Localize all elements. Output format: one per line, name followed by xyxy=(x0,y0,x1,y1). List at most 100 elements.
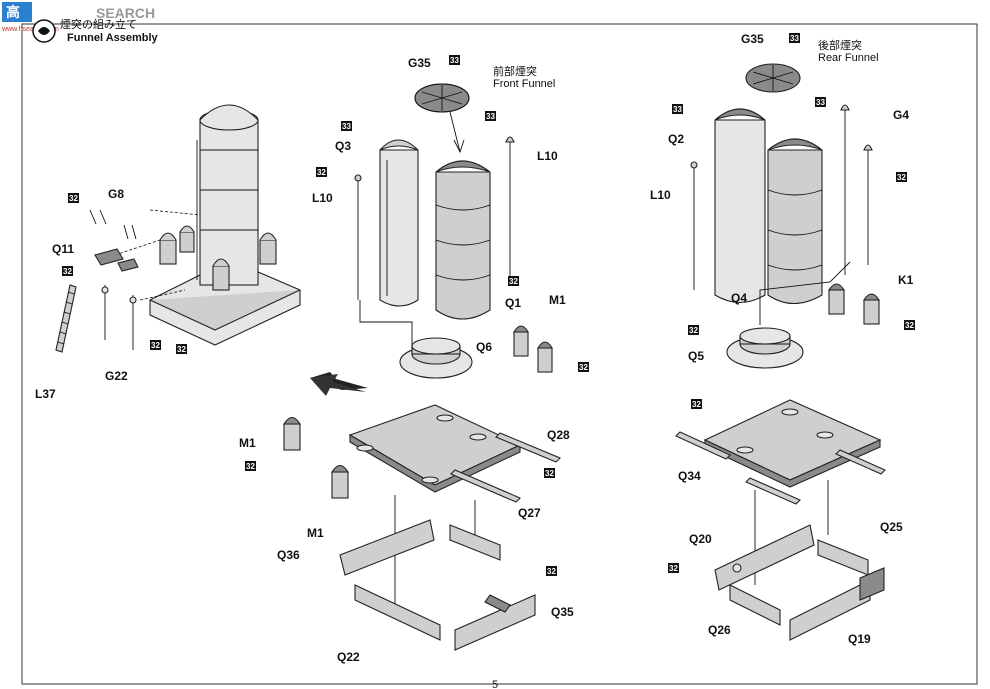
rear-funnel-group: 後部煙突 Rear Funnel G35 Q2 G xyxy=(650,32,915,646)
svg-text:32: 32 xyxy=(509,277,518,286)
q4-shell-rear xyxy=(767,138,823,305)
q20-part xyxy=(714,524,815,591)
label-q35: Q35 xyxy=(551,605,574,619)
g22-part xyxy=(101,285,137,350)
g35-cap-front xyxy=(414,83,470,113)
front-funnel-group: 前部煙突 Front Funnel G35 Q3 xyxy=(239,55,589,664)
l10-rod-front-right xyxy=(505,136,515,285)
svg-text:32: 32 xyxy=(317,168,326,177)
funnel-stack xyxy=(199,119,259,286)
paint-code: 33 xyxy=(485,111,496,121)
label-q22: Q22 xyxy=(337,650,360,664)
label-q4: Q4 xyxy=(731,291,747,305)
svg-text:32: 32 xyxy=(545,469,554,478)
vent-cowl-right xyxy=(259,232,277,265)
g4-rod-a xyxy=(840,104,850,275)
label-q27: Q27 xyxy=(518,506,541,520)
label-g35-rear: G35 xyxy=(741,32,764,46)
label-q2: Q2 xyxy=(668,132,684,146)
label-m1-left: M1 xyxy=(239,436,256,450)
logo-text: 高 xyxy=(6,4,20,20)
k1-vent-b xyxy=(863,293,880,325)
paint-code: 32 xyxy=(316,167,327,177)
paint-code: 32 xyxy=(688,325,699,335)
label-m1-bottom: M1 xyxy=(307,526,324,540)
paint-code: 33 xyxy=(341,121,352,131)
q11-part xyxy=(94,248,139,272)
paint-code: 33 xyxy=(672,104,683,114)
paint-code: 32 xyxy=(691,399,702,409)
q34-deck xyxy=(675,399,886,505)
step-title-en: Funnel Assembly xyxy=(67,32,159,44)
q22-part xyxy=(354,584,441,641)
svg-text:32: 32 xyxy=(246,462,255,471)
svg-text:32: 32 xyxy=(897,173,906,182)
label-q28: Q28 xyxy=(547,428,570,442)
q3-shell-front xyxy=(379,139,419,307)
vent-cowl-front xyxy=(212,258,230,291)
label-q1: Q1 xyxy=(505,296,521,310)
label-g35-front: G35 xyxy=(408,56,431,70)
l10-rod-rear xyxy=(690,161,698,290)
funnel-icon xyxy=(38,27,50,35)
label-l37: L37 xyxy=(35,387,56,401)
watermark-url: www.hsearch.com xyxy=(1,26,59,33)
label-g22: G22 xyxy=(105,369,128,383)
label-l10-front-left: L10 xyxy=(312,191,333,205)
svg-text:32: 32 xyxy=(69,194,78,203)
rear-funnel-title-en: Rear Funnel xyxy=(818,52,879,64)
rear-funnel-title-jp: 後部煙突 xyxy=(818,38,862,52)
m1-vent-top-a xyxy=(513,325,529,357)
q2-shell-rear xyxy=(714,108,766,304)
q19-part xyxy=(789,567,885,641)
watermark-logo: 高 SEARCH www.hsearch.com xyxy=(1,2,155,33)
page-number: 5 xyxy=(492,679,498,689)
label-q34: Q34 xyxy=(678,469,701,483)
svg-text:32: 32 xyxy=(547,567,556,576)
label-l10-rear: L10 xyxy=(650,188,671,202)
label-q5: Q5 xyxy=(688,349,704,363)
paint-code: 32 xyxy=(176,344,187,354)
paint-code: 32 xyxy=(896,172,907,182)
svg-text:33: 33 xyxy=(673,105,682,114)
label-q19: Q19 xyxy=(848,632,871,646)
svg-text:32: 32 xyxy=(63,267,72,276)
paint-code: 32 xyxy=(62,266,73,276)
label-l10-front-right: L10 xyxy=(537,149,558,163)
front-funnel-title-en: Front Funnel xyxy=(493,78,555,90)
vent-cowl-back xyxy=(179,225,195,253)
q35-part xyxy=(454,594,536,651)
svg-text:32: 32 xyxy=(692,400,701,409)
completed-funnel-view: G8 Q11 L37 G22 32 32 32 32 xyxy=(35,104,301,401)
l10-rod-front-left xyxy=(354,174,362,300)
q1-shell-front xyxy=(435,160,491,320)
q6-base-ring xyxy=(399,337,473,379)
paint-code: 33 xyxy=(815,97,826,107)
m1-vent-left xyxy=(283,416,301,451)
label-k1: K1 xyxy=(898,273,914,287)
q26-part xyxy=(729,584,781,626)
label-q36: Q36 xyxy=(277,548,300,562)
paint-code: 33 xyxy=(789,33,800,43)
svg-text:33: 33 xyxy=(790,34,799,43)
q36-part xyxy=(339,519,435,576)
watermark-text: SEARCH xyxy=(96,5,155,21)
svg-text:32: 32 xyxy=(151,341,160,350)
q25-part xyxy=(817,539,869,576)
q27-part xyxy=(449,524,501,561)
q5-base-ring xyxy=(726,327,804,369)
paint-code: 32 xyxy=(245,461,256,471)
svg-text:32: 32 xyxy=(669,564,678,573)
page-frame xyxy=(21,23,978,685)
m1-vent-top-b xyxy=(537,341,553,373)
svg-text:33: 33 xyxy=(816,98,825,107)
paint-code: 32 xyxy=(544,468,555,478)
label-q25: Q25 xyxy=(880,520,903,534)
label-q11: Q11 xyxy=(52,242,74,256)
m1-vent-bottom xyxy=(331,464,349,499)
paint-code: 33 xyxy=(449,55,460,65)
funnel-base-top xyxy=(149,289,301,331)
g35-cap-rear xyxy=(745,63,801,93)
